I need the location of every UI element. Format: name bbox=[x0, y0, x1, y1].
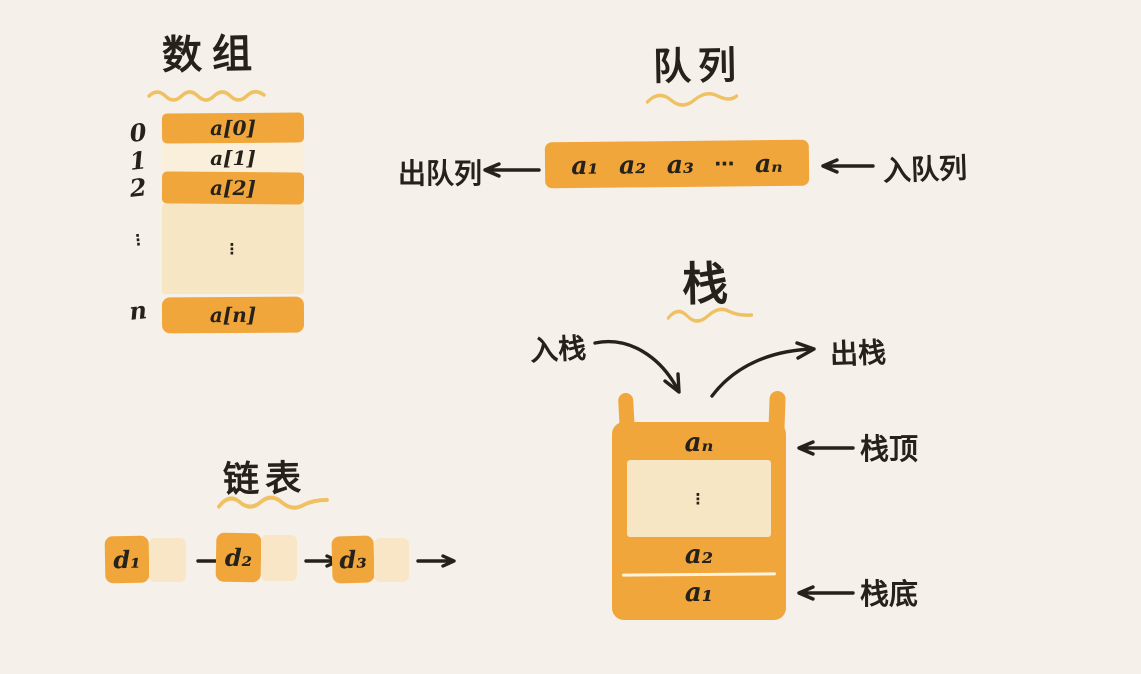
array-title-underline-squiggle bbox=[147, 89, 266, 102]
enqueue-arrow bbox=[821, 158, 875, 174]
array-cells: a[0] a[1] a[2] ⋮ a[n] bbox=[161, 112, 305, 334]
linked-list-node-data: d₂ bbox=[215, 532, 262, 583]
stack-cell-top: aₙ bbox=[684, 428, 714, 458]
linked-list-node-pointer bbox=[149, 538, 186, 582]
dequeue-arrow bbox=[483, 162, 541, 178]
queue-section: 队列 出队列 a₁ a₂ a₃ ⋯ aₙ 入队列 bbox=[395, 30, 975, 200]
linked-list-section: 链表 d₁ d₂ d₃ bbox=[90, 440, 490, 610]
queue-item: a₃ bbox=[666, 149, 695, 179]
queue-item: a₂ bbox=[618, 149, 647, 180]
linked-list-node-pointer bbox=[374, 538, 409, 582]
stack-top-arrow bbox=[797, 440, 855, 456]
push-arrow bbox=[593, 340, 681, 394]
queue-title: 队列 bbox=[652, 43, 744, 89]
push-label: 入栈 bbox=[529, 331, 587, 368]
linked-list-tail-arrow bbox=[416, 554, 456, 568]
array-index: 2 bbox=[128, 172, 148, 203]
stack-separator-line bbox=[621, 572, 777, 577]
stack-bottom-label: 栈底 bbox=[860, 577, 919, 611]
stack-title: 栈 bbox=[681, 256, 729, 312]
stack-top-label: 栈顶 bbox=[860, 432, 919, 466]
pop-label: 出栈 bbox=[829, 336, 887, 371]
stack-section: 栈 入栈 出栈 aₙ ⋮ a₂ a₁ 栈顶 栈底 bbox=[500, 240, 940, 640]
linked-list-title-underline-squiggle bbox=[217, 495, 329, 510]
array-index: ⋮ bbox=[129, 230, 147, 250]
stack-bottom-arrow bbox=[797, 585, 855, 601]
linked-list-node-data: d₁ bbox=[104, 535, 150, 584]
dequeue-label: 出队列 bbox=[398, 157, 483, 190]
queue-items-bar: a₁ a₂ a₃ ⋯ aₙ bbox=[544, 139, 810, 189]
array-cell: a[2] bbox=[161, 171, 305, 205]
array-cell: a[0] bbox=[161, 112, 305, 144]
pop-arrow bbox=[710, 341, 816, 398]
linked-list-node-data: d₃ bbox=[331, 535, 375, 584]
array-cell-ellipsis: ⋮ bbox=[162, 204, 304, 294]
array-index: n bbox=[127, 295, 149, 326]
stack-cell-ellipsis: ⋮ bbox=[627, 460, 771, 537]
array-cell: a[n] bbox=[161, 296, 305, 334]
array-cell: a[1] bbox=[162, 143, 304, 172]
stack-cell-a2: a₂ bbox=[684, 540, 714, 570]
queue-title-underline-squiggle bbox=[645, 91, 739, 107]
queue-item: aₙ bbox=[754, 148, 783, 178]
stack-title-underline-squiggle bbox=[666, 307, 754, 323]
enqueue-label: 入队列 bbox=[882, 151, 968, 188]
linked-list-node-pointer bbox=[261, 535, 297, 581]
stack-body: aₙ ⋮ a₂ a₁ bbox=[612, 422, 786, 620]
stack-cell-a1: a₁ bbox=[684, 578, 714, 608]
array-title: 数组 bbox=[161, 31, 263, 79]
array-section: 数组 0 1 2 ⋮ n a[0] a[1] a[2] ⋮ a[n] bbox=[100, 20, 380, 350]
queue-item-ellipsis: ⋯ bbox=[714, 151, 735, 176]
queue-item: a₁ bbox=[571, 150, 599, 180]
